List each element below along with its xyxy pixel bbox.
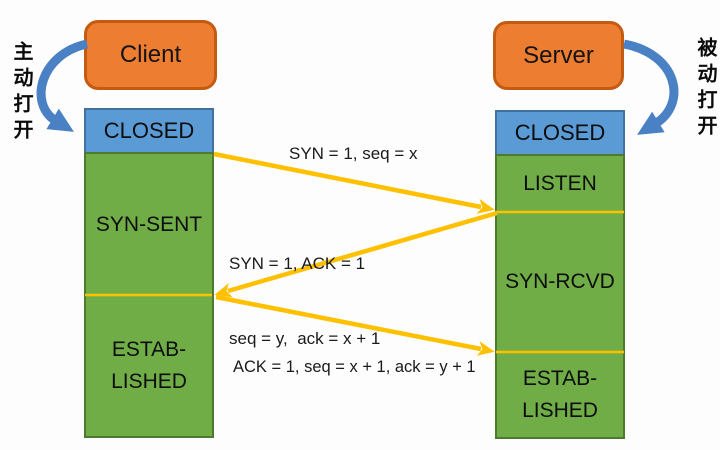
server-timeline-bar: LISTEN SYN-RCVD ESTAB- LISHED bbox=[495, 154, 625, 439]
server-state-established: ESTAB- LISHED bbox=[497, 352, 623, 437]
server-node-label: Server bbox=[523, 41, 594, 69]
client-established-label-line1: ESTAB- bbox=[111, 338, 187, 361]
server-node: Server bbox=[493, 21, 624, 90]
server-established-label-line1: ESTAB- bbox=[522, 366, 598, 390]
server-established-label-line2: LISHED bbox=[522, 398, 598, 422]
syn-message-label: SYN = 1, seq = x bbox=[289, 144, 418, 163]
server-listen-label: LISTEN bbox=[523, 172, 597, 195]
client-closed-label: CLOSED bbox=[103, 118, 195, 143]
syn-ack-message-line1: SYN = 1, ACK = 1 bbox=[229, 254, 366, 273]
server-closed-label: CLOSED bbox=[514, 120, 606, 145]
client-node-label: Client bbox=[119, 41, 182, 68]
client-state-syn-sent: SYN-SENT bbox=[86, 154, 212, 296]
client-established-label-line2: LISHED bbox=[111, 370, 187, 393]
server-state-syn-rcvd: SYN-RCVD bbox=[497, 212, 623, 352]
client-active-open-arrow bbox=[36, 39, 89, 132]
server-syn-rcvd-label: SYN-RCVD bbox=[505, 270, 615, 293]
active-open-label: 主动打开 bbox=[10, 41, 32, 145]
client-node: Client bbox=[84, 20, 217, 90]
client-timeline-bar: SYN-SENT ESTAB- LISHED bbox=[84, 152, 214, 438]
ack-message-label: ACK = 1, seq = x + 1, ack = y + 1 bbox=[233, 358, 476, 376]
server-passive-open-arrow bbox=[623, 39, 679, 135]
server-state-listen: LISTEN bbox=[497, 156, 623, 212]
passive-open-label: 被动打开 bbox=[694, 37, 716, 141]
client-state-closed: CLOSED bbox=[84, 108, 214, 154]
client-state-established: ESTAB- LISHED bbox=[86, 296, 212, 436]
syn-ack-message-line2: seq = y, ack = x + 1 bbox=[229, 329, 381, 348]
server-state-closed: CLOSED bbox=[495, 110, 625, 156]
client-syn-sent-label: SYN-SENT bbox=[95, 213, 203, 236]
